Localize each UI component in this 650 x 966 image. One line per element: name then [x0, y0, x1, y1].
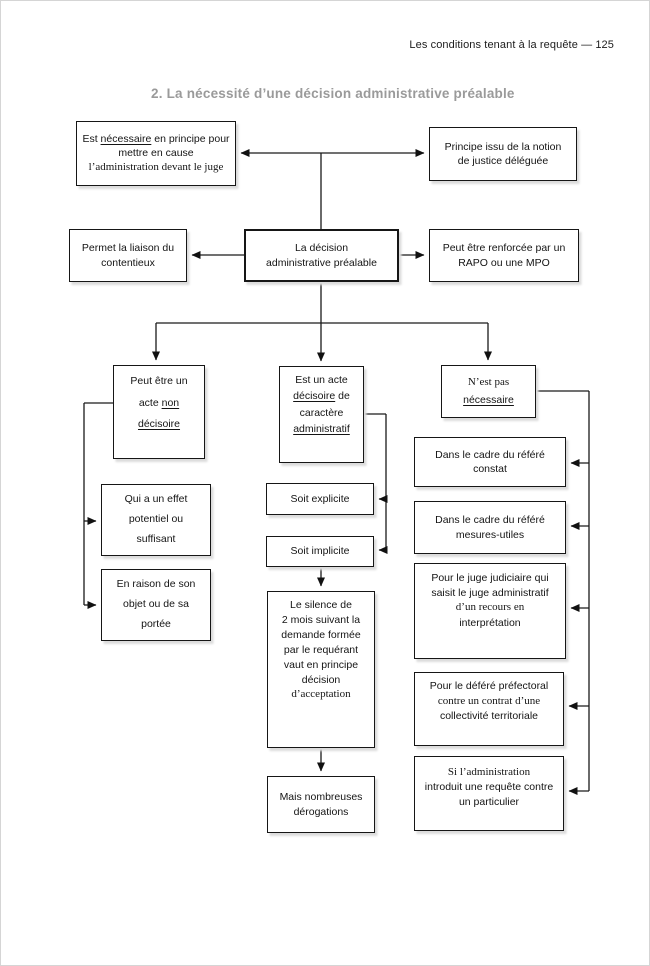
text-line: Dans le cadre du référé: [435, 448, 545, 461]
text-line: Soit explicite: [290, 492, 350, 505]
node-refere-mesures-utiles: Dans le cadre du référé mesures-utiles: [414, 501, 566, 554]
text-line: administratif: [293, 422, 350, 435]
text-line: RAPO ou une MPO: [458, 256, 550, 269]
text-line: Dans le cadre du référé: [435, 514, 545, 527]
page-header-text: Les conditions tenant à la requête — 125: [409, 39, 614, 51]
text-line: Qui a un effet: [124, 493, 188, 506]
text-line: Peut être renforcée par un: [442, 242, 566, 255]
text-line: l’administration devant le juge: [88, 161, 224, 174]
text-line: demande formée: [281, 628, 361, 641]
text-line: Le silence de: [290, 599, 352, 611]
text-line: Mais nombreuses: [279, 791, 363, 804]
node-requete-particulier: Si l’administration introduit une requêt…: [414, 756, 564, 831]
node-acte-non-decisoire: Peut être un acte non décisoire: [113, 365, 205, 459]
text-line: dérogations: [293, 805, 349, 818]
text-line: La décision: [294, 242, 349, 255]
text-line: portée: [141, 617, 171, 630]
text-line: caractère: [299, 406, 344, 419]
text-line: potentiel ou: [128, 513, 184, 526]
node-acte-decisoire: Est un acte décisoire de caractère admin…: [279, 366, 364, 463]
text-line: Pour le juge judiciaire qui: [431, 572, 549, 584]
text-line: Permet la liaison du: [81, 242, 175, 255]
text-line: Soit implicite: [290, 545, 350, 558]
text-line: contre un contrat d’une: [437, 694, 541, 707]
text-line: de justice déléguée: [457, 155, 549, 167]
node-juge-judiciaire: Pour le juge judiciaire qui saisit le ju…: [414, 563, 566, 659]
text-line: Si l’administration: [447, 766, 531, 778]
text-line: un particulier: [458, 796, 520, 809]
node-soit-explicite: Soit explicite: [266, 483, 374, 515]
section-title: 2. La nécessité d’une décision administr…: [151, 86, 515, 101]
text-line: N’est pas: [467, 376, 510, 389]
text-line: objet ou de sa: [123, 598, 189, 611]
text-line: vaut en principe: [283, 658, 359, 671]
text-line: d’un recours en: [455, 601, 525, 614]
node-objet-portee: En raison de son objet ou de sa portée: [101, 569, 211, 641]
text-line: introduit une requête contre: [424, 781, 554, 794]
text-line: d’acceptation: [291, 688, 351, 701]
text-line: Peut être un: [130, 375, 188, 387]
text-line: nécessaire: [463, 393, 514, 406]
text-line: acte non: [138, 396, 180, 409]
text-line: mesures-utiles: [455, 528, 525, 541]
text-line: décision: [301, 673, 341, 686]
text-line: contentieux: [101, 256, 155, 269]
text-line: suffisant: [136, 532, 176, 545]
text-line: mettre en cause: [118, 147, 194, 160]
node-silence-2-mois: Le silence de 2 mois suivant la demande …: [267, 591, 375, 748]
text-line: décisoire: [137, 418, 181, 431]
text-line: Principe issu de la notion: [444, 140, 562, 153]
node-pas-necessaire: N’est pas nécessaire: [441, 365, 536, 418]
text-line: Pour le déféré préfectoral: [429, 680, 549, 692]
text-line: collectivité territoriale: [439, 710, 539, 723]
node-decision-prealable: La décision administrative préalable: [244, 229, 399, 282]
node-est-necessaire: Est nécessaire en principe pour mettre e…: [76, 121, 236, 186]
text-line: décisoire de: [293, 390, 350, 403]
node-derogations: Mais nombreuses dérogations: [267, 776, 375, 833]
text-line: En raison de son: [116, 578, 196, 591]
text-line: interprétation: [459, 616, 521, 629]
text-line: 2 mois suivant la: [281, 613, 361, 626]
text-line: administrative préalable: [266, 256, 377, 269]
text-line: par le requérant: [283, 643, 359, 656]
text-line: Est nécessaire en principe pour: [82, 132, 230, 145]
text-line: constat: [473, 463, 507, 475]
node-liaison-contentieux: Permet la liaison du contentieux: [69, 229, 187, 282]
node-principe-justice: Principe issu de la notion de justice dé…: [429, 127, 577, 181]
node-effet-potentiel: Qui a un effet potentiel ou suffisant: [101, 484, 211, 556]
node-defere-prefectoral: Pour le déféré préfectoral contre un con…: [414, 672, 564, 746]
text-line: Est un acte: [295, 374, 348, 386]
node-refere-constat: Dans le cadre du référé constat: [414, 437, 566, 487]
node-rapo-mpo: Peut être renforcée par un RAPO ou une M…: [429, 229, 579, 282]
node-soit-implicite: Soit implicite: [266, 536, 374, 567]
text-line: saisit le juge administratif: [431, 586, 549, 599]
